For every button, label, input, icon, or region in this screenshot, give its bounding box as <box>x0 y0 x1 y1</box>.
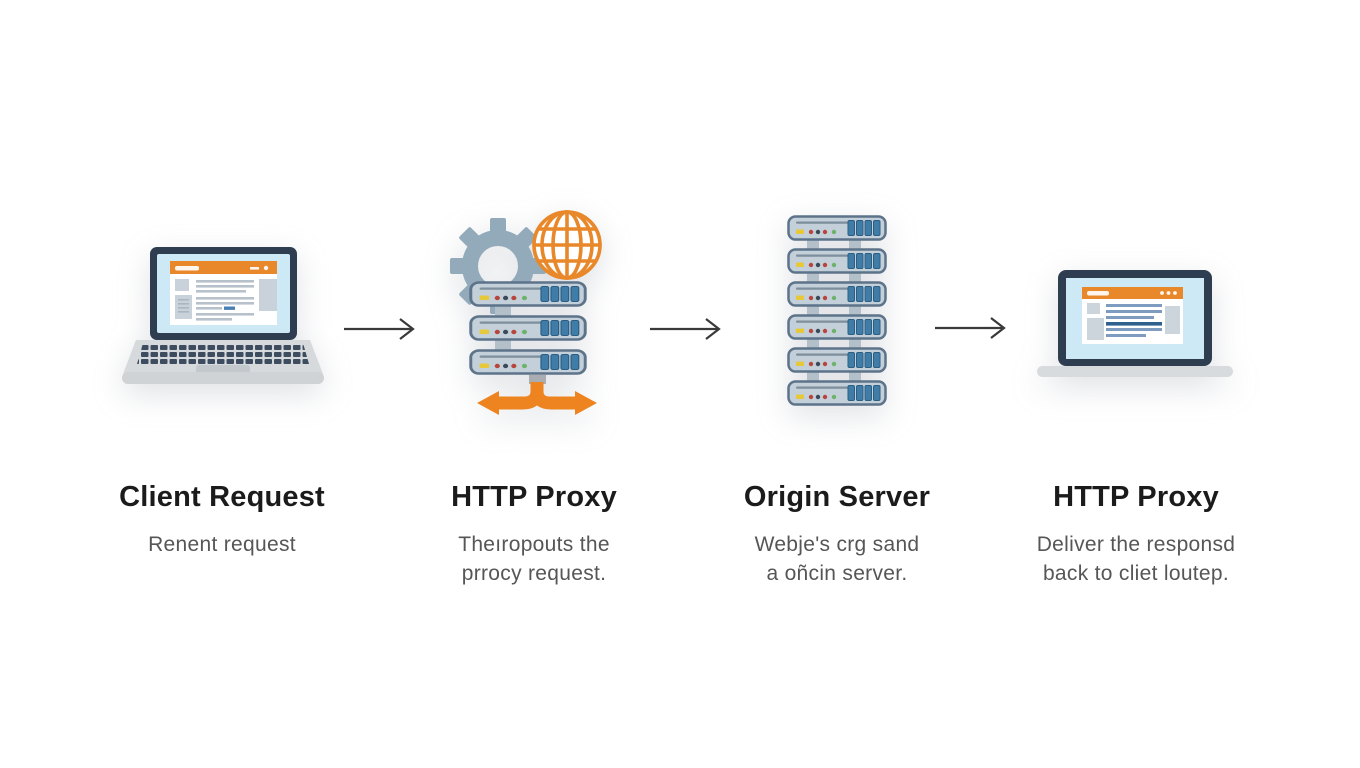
subtitle-line: prrocy request. <box>461 562 607 585</box>
flow-arrow <box>344 318 415 340</box>
step-title: Origin Server <box>743 481 931 513</box>
subtitle-line: back to cliet loutep. <box>1042 562 1230 585</box>
step-title: HTTP Proxy <box>1053 481 1219 513</box>
keyboard-graphic <box>122 340 324 384</box>
webpage-graphic <box>1082 287 1183 344</box>
subtitle-line: Webje's crg sand <box>754 533 920 556</box>
branch-arrows-icon <box>477 382 597 415</box>
step-subtitle: Webje's crg sand a oñcin server. <box>687 530 987 588</box>
step-http-proxy-return: HTTP Proxy Deliver the responsd back to … <box>986 482 1286 588</box>
step-http-proxy: HTTP Proxy Theıropouts the prrocy reques… <box>384 482 684 588</box>
server-rack-icon <box>787 215 887 406</box>
server-connectors <box>807 239 861 382</box>
webpage-graphic <box>170 261 277 325</box>
step-title: Client Request <box>119 481 325 513</box>
step-subtitle: Renent request <box>72 530 372 559</box>
subtitle-line: Renent request <box>148 533 296 556</box>
step-title: HTTP Proxy <box>451 481 617 513</box>
laptop-icon <box>122 247 324 384</box>
step-origin-server: Origin Server Webje's crg sand a oñcin s… <box>687 482 987 588</box>
globe-icon <box>532 210 602 280</box>
proxy-server-icon <box>450 210 602 415</box>
subtitle-line: Deliver the responsd <box>1036 533 1236 556</box>
flow-arrow <box>650 318 721 340</box>
step-subtitle: Theıropouts the prrocy request. <box>384 530 684 588</box>
server-connectors <box>495 304 511 350</box>
step-subtitle: Deliver the responsd back to cliet loute… <box>986 530 1286 588</box>
step-client-request: Client Request Renent request <box>72 482 372 559</box>
flow-arrow <box>935 317 1006 339</box>
subtitle-line: a oñcin server. <box>766 562 908 585</box>
laptop-base <box>1037 366 1233 377</box>
laptop-icon <box>1037 270 1233 377</box>
subtitle-line: Theıropouts the <box>458 533 610 556</box>
stem-connector <box>529 375 546 384</box>
